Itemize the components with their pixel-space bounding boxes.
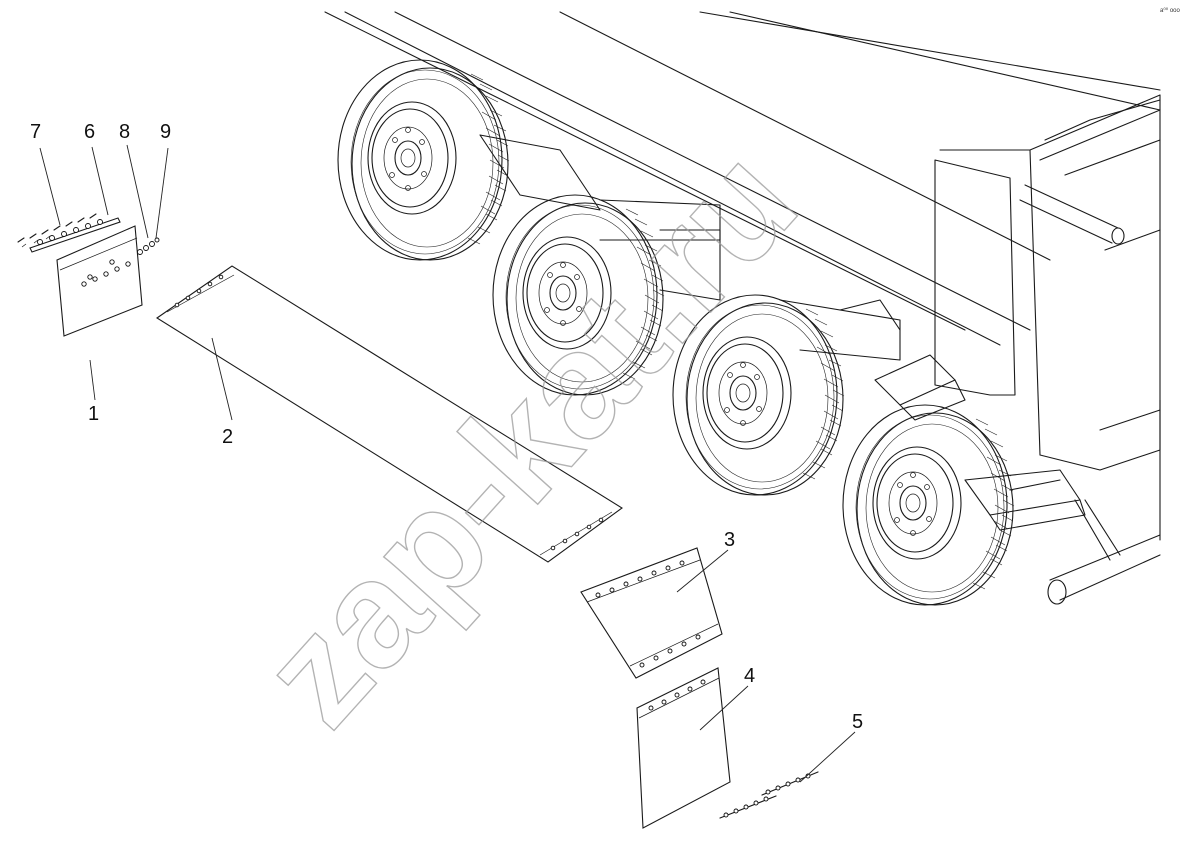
corner-mark: a⁰⁰ ooo [1160, 7, 1180, 14]
part-2-long-strip [155, 265, 623, 563]
callout-9: 9 [160, 121, 171, 143]
callout-3: 3 [724, 529, 735, 551]
part-7-bolts [17, 213, 97, 248]
part-4-large-mudflap [636, 667, 731, 829]
part-1-small-mudflap [56, 225, 143, 337]
wheel-front-top [337, 59, 510, 261]
callout-4: 4 [744, 665, 755, 687]
wheel-rear [842, 404, 1015, 606]
callout-7: 7 [30, 121, 41, 143]
part-3-mudflap [580, 547, 723, 679]
part-5-bolt-strips [719, 771, 819, 819]
callout-2: 2 [222, 426, 233, 448]
part-6-clamp-strip [29, 217, 121, 253]
callout-1: 1 [88, 403, 99, 425]
callout-8: 8 [119, 121, 130, 143]
part-8-9-nuts-washers [137, 237, 160, 255]
callout-6: 6 [84, 121, 95, 143]
callout-5: 5 [852, 711, 863, 733]
callout-labels: 7 6 8 9 1 2 3 4 5 [30, 121, 863, 733]
trailer-frame [324, 11, 1161, 605]
leader-lines [39, 144, 856, 783]
